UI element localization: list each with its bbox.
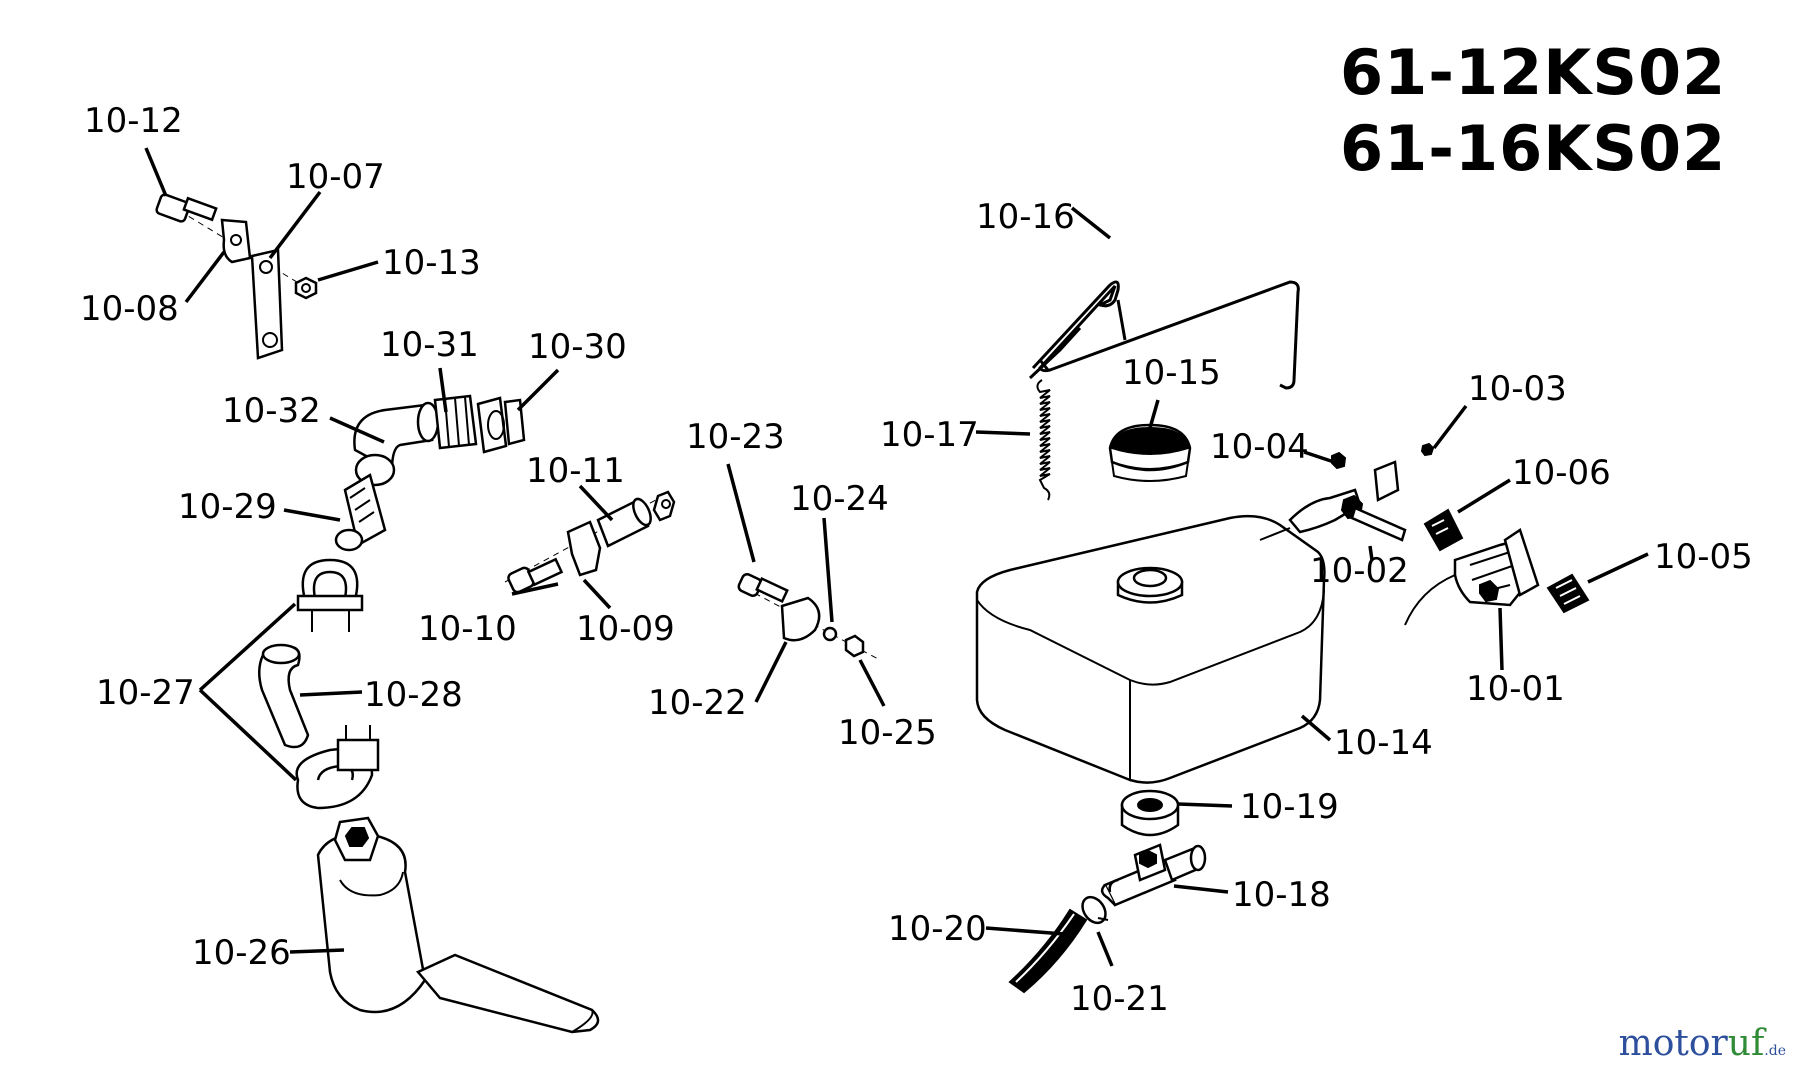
callout-10-14: 10-14 xyxy=(1334,723,1433,763)
callout-10-06: 10-06 xyxy=(1512,453,1611,493)
callout-10-23: 10-23 xyxy=(686,417,785,457)
callout-10-04: 10-04 xyxy=(1210,427,1309,467)
callout-10-25: 10-25 xyxy=(838,713,937,753)
muffler-bracket-drawing xyxy=(250,248,284,360)
adapter-drawing xyxy=(476,396,526,454)
u-bolt-clamp-drawing xyxy=(295,558,380,810)
fuel-tank-drawing xyxy=(975,514,1326,784)
throttle-lever-drawing xyxy=(1259,442,1435,542)
callout-10-09: 10-09 xyxy=(576,609,675,649)
fuel-cap-drawing xyxy=(1108,423,1192,482)
callout-10-22: 10-22 xyxy=(648,683,747,723)
nipple-drawing xyxy=(334,473,387,552)
callout-10-01: 10-01 xyxy=(1466,669,1565,709)
callout-10-20: 10-20 xyxy=(888,909,987,949)
callout-10-13: 10-13 xyxy=(382,243,481,283)
nut-drawing xyxy=(294,276,318,300)
shutoff-valve-drawing xyxy=(1100,843,1207,907)
callout-10-07: 10-07 xyxy=(286,157,385,197)
callout-10-10: 10-10 xyxy=(418,609,517,649)
callout-10-17: 10-17 xyxy=(880,415,979,455)
clip-drawing xyxy=(566,520,602,577)
callout-10-27: 10-27 xyxy=(96,673,195,713)
elbow-drawing xyxy=(353,401,440,487)
callout-10-12: 10-12 xyxy=(84,101,183,141)
callout-10-02: 10-02 xyxy=(1310,551,1409,591)
hose-clamp-drawing xyxy=(1081,895,1109,925)
watermark-part2: uf xyxy=(1727,1023,1765,1064)
leader-lines xyxy=(144,147,1649,967)
callout-10-08: 10-08 xyxy=(80,289,179,329)
choke-knob-drawing xyxy=(1423,508,1464,552)
watermark-logo: motoruf.de xyxy=(1619,1023,1786,1064)
spacer-drawing xyxy=(596,490,676,548)
callout-10-19: 10-19 xyxy=(1240,787,1339,827)
clamp-bracket-drawing xyxy=(220,218,252,264)
callout-10-16: 10-16 xyxy=(976,197,1075,237)
callout-10-18: 10-18 xyxy=(1232,875,1331,915)
muffler-drawing xyxy=(316,816,600,1034)
callout-10-28: 10-28 xyxy=(364,675,463,715)
throttle-control-assembly-drawing xyxy=(1404,528,1540,626)
flex-pipe-drawing xyxy=(258,643,310,749)
callout-10-24: 10-24 xyxy=(790,479,889,519)
spring-drawing xyxy=(1036,379,1051,501)
callout-10-11: 10-11 xyxy=(526,451,625,491)
callout-10-29: 10-29 xyxy=(178,487,277,527)
callout-10-32: 10-32 xyxy=(222,391,321,431)
callout-10-26: 10-26 xyxy=(192,933,291,973)
model-number-2: 61-16KS02 xyxy=(1340,112,1727,185)
watermark-suffix: .de xyxy=(1764,1043,1786,1059)
callout-10-05: 10-05 xyxy=(1654,537,1753,577)
callout-10-03: 10-03 xyxy=(1468,369,1567,409)
bushing-drawing xyxy=(1120,789,1180,837)
throttle-knob-drawing xyxy=(1546,573,1590,614)
callout-10-30: 10-30 xyxy=(528,327,627,367)
pipe-nipple-drawing xyxy=(433,394,478,450)
callout-10-31: 10-31 xyxy=(380,325,479,365)
watermark-part1: motor xyxy=(1618,1023,1728,1064)
callout-10-15: 10-15 xyxy=(1122,353,1221,393)
callouts: 10-12 10-07 10-08 10-13 10-31 10-30 10-3… xyxy=(80,101,1753,1019)
callout-10-21: 10-21 xyxy=(1070,979,1169,1019)
cable-clamp-group-drawing xyxy=(737,573,881,661)
model-number-1: 61-12KS02 xyxy=(1340,36,1727,109)
fuel-line-drawing xyxy=(1008,908,1088,994)
tank-strap-drawing xyxy=(1028,280,1300,390)
